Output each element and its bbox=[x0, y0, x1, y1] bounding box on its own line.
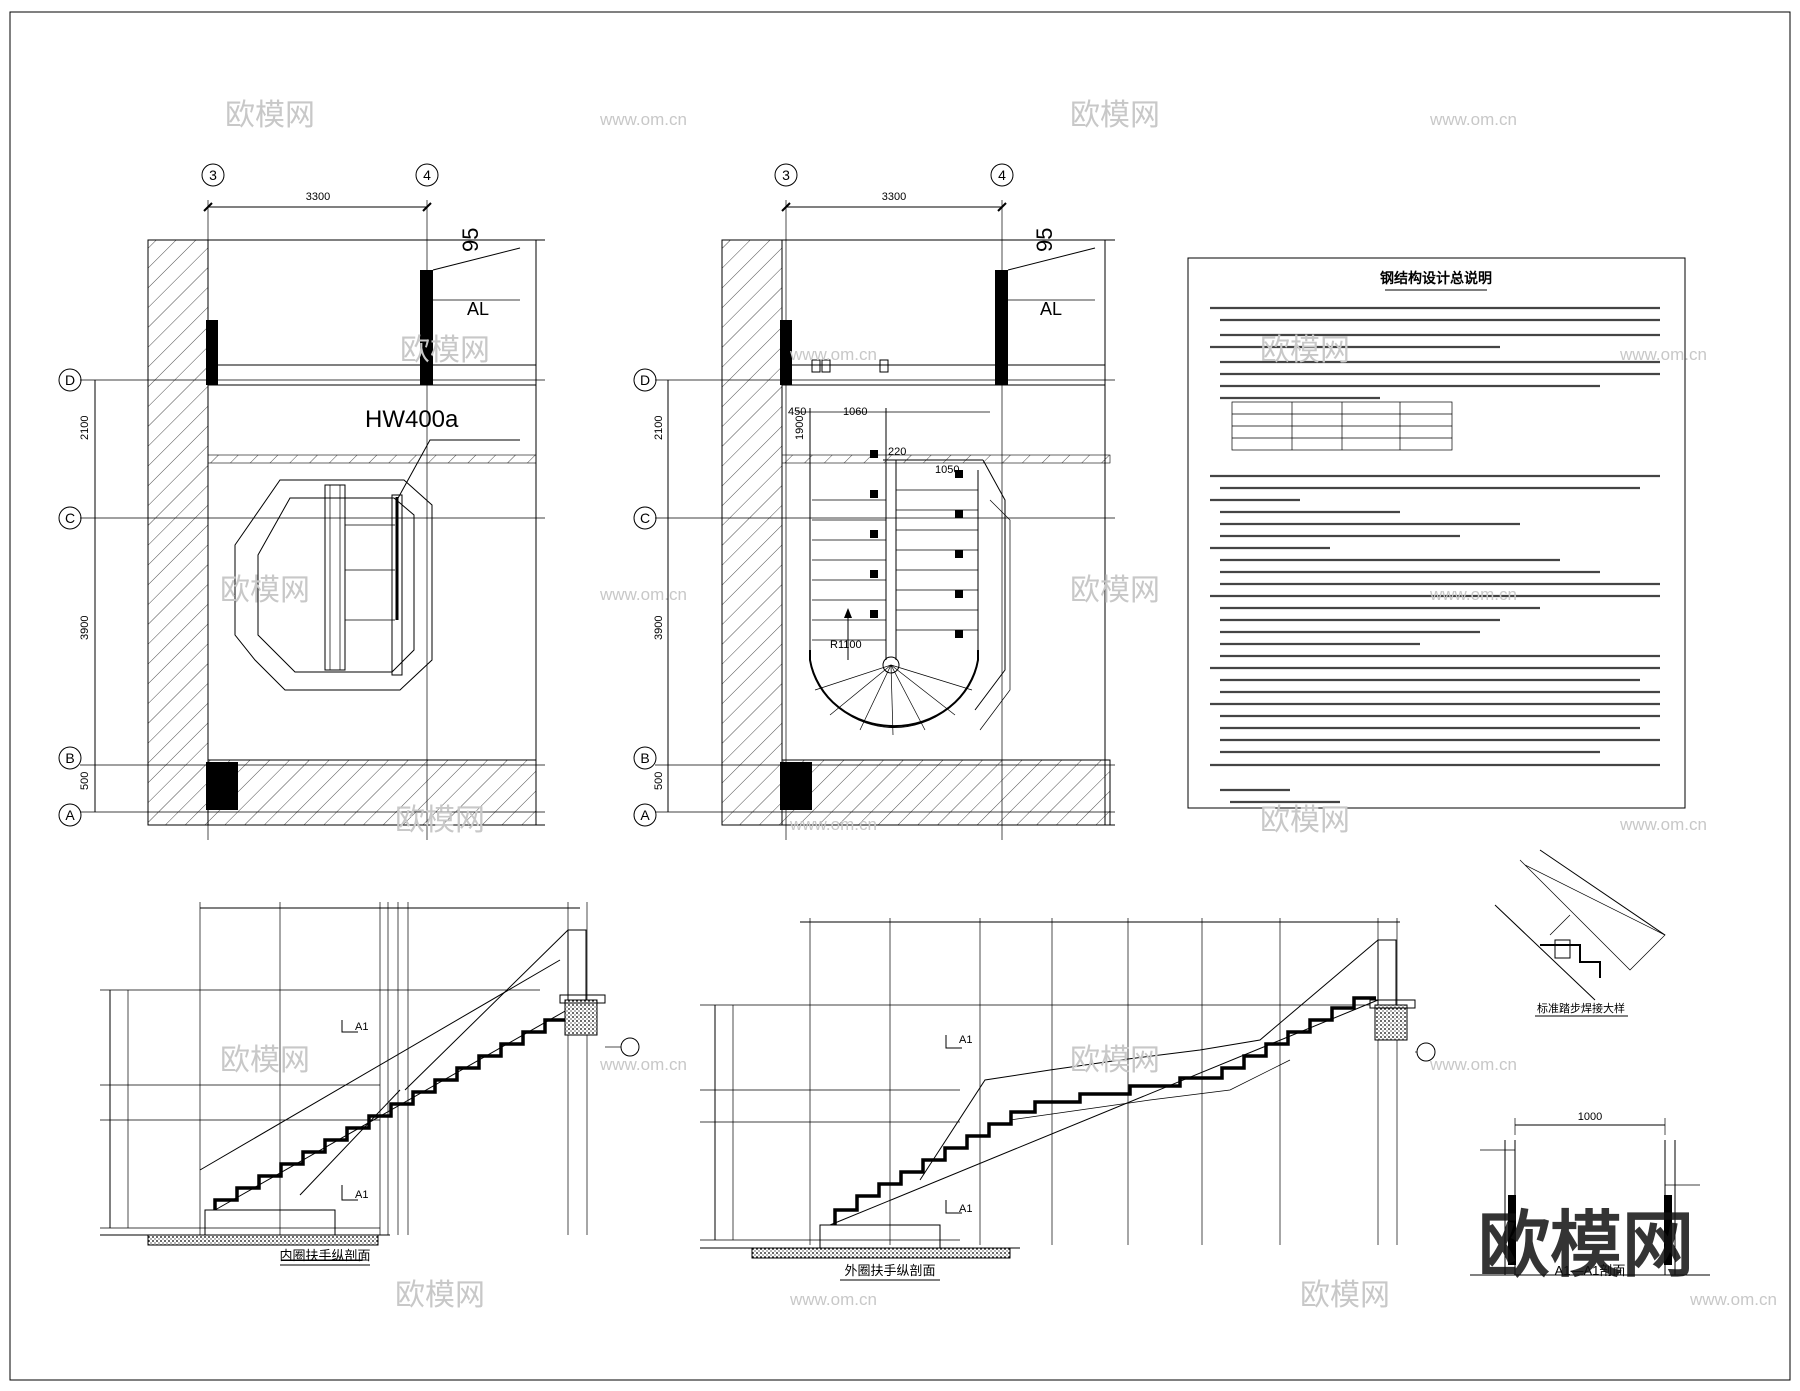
svg-text:C: C bbox=[65, 510, 75, 526]
al-label-mid: AL bbox=[1040, 299, 1062, 319]
cut-a1-bottom-outer: A1 bbox=[959, 1203, 972, 1215]
caption-weld-detail: 标准踏步焊接大样 bbox=[1537, 1001, 1625, 1015]
axis-bubble-D-left: D bbox=[58, 368, 82, 392]
dim-220: 220 bbox=[888, 446, 906, 458]
svg-text:B: B bbox=[65, 750, 74, 766]
watermark-url-7: www.om.cn bbox=[789, 815, 877, 834]
dim-2100-left: 2100 bbox=[79, 416, 91, 440]
plan-middle: 95 AL 3300 2100 3900 500 bbox=[633, 163, 1115, 840]
watermark-logo-1: 欧模网 bbox=[225, 99, 315, 132]
axis-bubble-B-left: B bbox=[58, 746, 82, 770]
dim-r1100: R1100 bbox=[830, 639, 862, 651]
axis-bubble-A-left: A bbox=[58, 803, 82, 827]
watermark-url-3: www.om.cn bbox=[789, 345, 877, 364]
dim-500-left: 500 bbox=[79, 772, 91, 790]
svg-text:3: 3 bbox=[209, 167, 217, 183]
axis-bubble-4-mid: 4 bbox=[990, 163, 1014, 187]
dim-1900: 1900 bbox=[794, 416, 806, 440]
a1-section-detail: 1000 A1—A1剖面 bbox=[1470, 1111, 1710, 1278]
plan-left: HW400a 95 AL 3300 2100 3900 500 3 4 D C … bbox=[58, 163, 545, 840]
watermark-logo-8: 欧模网 bbox=[1260, 804, 1350, 837]
watermark-logo-5: 欧模网 bbox=[220, 574, 310, 607]
watermark-url-9: www.om.cn bbox=[599, 1055, 687, 1074]
outer-handrail-section: A1 A1 外圈扶手纵剖面 bbox=[700, 918, 1436, 1281]
spiral-stair-plan: 450 1060 1050 1900 220 R1100 bbox=[788, 359, 1011, 736]
watermark-url-10: www.om.cn bbox=[1429, 1055, 1517, 1074]
notes-title: 钢结构设计总说明 bbox=[1380, 270, 1492, 286]
dim-1060: 1060 bbox=[843, 406, 867, 418]
dim-3300-left: 3300 bbox=[306, 191, 330, 203]
axis-bubble-B-mid: B bbox=[633, 746, 657, 770]
cut-a1-top-inner: A1 bbox=[355, 1021, 368, 1033]
watermark-url-11: www.om.cn bbox=[789, 1290, 877, 1309]
cut-a1-bottom-inner: A1 bbox=[355, 1189, 368, 1201]
watermark-url-12: www.om.cn bbox=[1689, 1290, 1777, 1309]
axis-bubble-4-left: 4 bbox=[415, 163, 439, 187]
dim-95-left: 95 bbox=[458, 228, 483, 252]
step-weld-detail: 标准踏步焊接大样 bbox=[1494, 849, 1666, 1017]
svg-text:D: D bbox=[640, 372, 650, 388]
watermark-logo-10: 欧模网 bbox=[1070, 1044, 1160, 1077]
svg-text:3: 3 bbox=[782, 167, 790, 183]
caption-outer-section: 外圈扶手纵剖面 bbox=[844, 1263, 935, 1278]
hw-label: HW400a bbox=[365, 406, 459, 433]
dim-3900-left: 3900 bbox=[79, 616, 91, 640]
dim-3900-mid: 3900 bbox=[653, 616, 665, 640]
watermarks: 欧模网 www.om.cn 欧模网 www.om.cn 欧模网 www.om.c… bbox=[220, 99, 1777, 1312]
watermark-logo-6: 欧模网 bbox=[1070, 574, 1160, 607]
axis-bubble-A-mid: A bbox=[633, 803, 657, 827]
svg-text:B: B bbox=[640, 750, 649, 766]
watermark-url-4: www.om.cn bbox=[1619, 345, 1707, 364]
caption-a1-section: A1—A1剖面 bbox=[1555, 1263, 1626, 1278]
dim-3300-mid: 3300 bbox=[882, 191, 906, 203]
dim-500-mid: 500 bbox=[653, 772, 665, 790]
cut-a1-top-outer: A1 bbox=[959, 1034, 972, 1046]
watermark-logo-11: 欧模网 bbox=[395, 1279, 485, 1312]
watermark-logo-4: 欧模网 bbox=[1260, 334, 1350, 367]
watermark-logo-7: 欧模网 bbox=[395, 804, 485, 837]
dim-1000-detail: 1000 bbox=[1578, 1111, 1602, 1123]
watermark-big-logo: 欧模网 bbox=[1478, 1206, 1694, 1286]
design-notes-panel: 钢结构设计总说明 bbox=[1187, 257, 1686, 809]
svg-text:4: 4 bbox=[998, 167, 1006, 183]
axis-bubble-D-mid: D bbox=[633, 368, 657, 392]
svg-text:A: A bbox=[65, 807, 75, 823]
sheet-border bbox=[9, 11, 1791, 1381]
watermark-url-6: www.om.cn bbox=[1429, 585, 1517, 604]
dim-2100-mid: 2100 bbox=[653, 416, 665, 440]
inner-handrail-section: A1 A1 内圈扶手纵剖面 bbox=[100, 902, 640, 1266]
watermark-logo-3: 欧模网 bbox=[400, 334, 490, 367]
watermark-logo-9: 欧模网 bbox=[220, 1044, 310, 1077]
al-label-left: AL bbox=[467, 299, 489, 319]
svg-text:C: C bbox=[640, 510, 650, 526]
axis-bubble-3-left: 3 bbox=[201, 163, 225, 187]
dim-450: 450 bbox=[788, 406, 806, 418]
watermark-url-8: www.om.cn bbox=[1619, 815, 1707, 834]
watermark-url-2: www.om.cn bbox=[1429, 110, 1517, 129]
watermark-url-1: www.om.cn bbox=[599, 110, 687, 129]
caption-inner-section: 内圈扶手纵剖面 bbox=[279, 1248, 370, 1263]
watermark-logo-12: 欧模网 bbox=[1300, 1279, 1390, 1312]
watermark-logo-2: 欧模网 bbox=[1070, 99, 1160, 132]
dim-95-mid: 95 bbox=[1032, 228, 1057, 252]
dim-1050: 1050 bbox=[935, 464, 959, 476]
svg-text:D: D bbox=[65, 372, 75, 388]
axis-bubble-3-mid: 3 bbox=[774, 163, 798, 187]
svg-text:4: 4 bbox=[423, 167, 431, 183]
axis-bubble-C-left: C bbox=[58, 506, 82, 530]
watermark-url-5: www.om.cn bbox=[599, 585, 687, 604]
svg-text:A: A bbox=[640, 807, 650, 823]
axis-bubble-C-mid: C bbox=[633, 506, 657, 530]
